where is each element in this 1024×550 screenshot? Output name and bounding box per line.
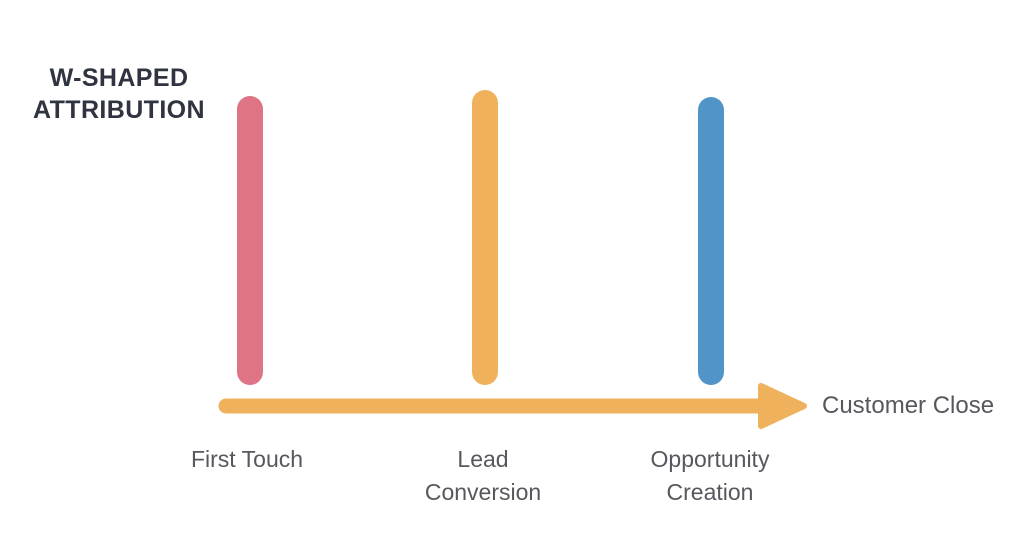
touchpoint-bar-first-touch	[237, 96, 263, 385]
bar-label-first-touch: First Touch	[137, 443, 357, 476]
timeline-arrow	[218, 383, 807, 429]
bar-label-line: Conversion	[424, 479, 542, 505]
bar-label-line: First Touch	[190, 446, 304, 472]
bar-label-line: Creation	[666, 479, 754, 505]
arrow-head-icon	[758, 383, 807, 429]
diagram-title-line-1: W-SHAPED	[49, 64, 189, 92]
diagram-title-line-2: ATTRIBUTION	[33, 96, 205, 124]
bar-label-line: Opportunity	[650, 446, 770, 472]
touchpoint-bar-lead-conversion	[472, 90, 498, 385]
axis-end-label: Customer Close	[822, 392, 995, 419]
bar-label-opportunity-creation: Opportunity Creation	[600, 443, 820, 509]
diagram-title: W-SHAPED ATTRIBUTION	[14, 62, 224, 126]
touchpoint-bar-opportunity-creation	[698, 97, 724, 385]
bar-label-line: Lead	[457, 446, 509, 472]
bar-label-lead-conversion: Lead Conversion	[373, 443, 593, 509]
